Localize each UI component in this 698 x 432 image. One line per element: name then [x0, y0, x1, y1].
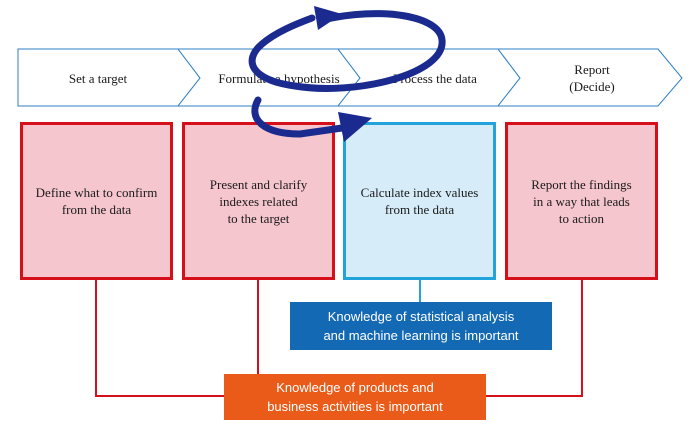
note-business-knowledge: Knowledge of products and business activ…: [224, 374, 486, 420]
box-report-findings: Report the findings in a way that leads …: [505, 122, 658, 280]
box-calculate-index: Calculate index values from the data: [343, 122, 496, 280]
note-text-line: business activities is important: [267, 399, 443, 414]
box-text-line: Present and clarify: [209, 176, 308, 192]
box-text-line: in a way that leads: [533, 193, 630, 209]
connector-line-left: [95, 280, 224, 397]
step-label-formulate-hypothesis: Formulate a hypothesis: [218, 70, 340, 86]
box-text-line: from the data: [61, 202, 132, 217]
note-text-line: Knowledge of statistical analysis: [327, 309, 515, 324]
step-arrow-4: [496, 48, 683, 107]
connector-line-right: [486, 280, 583, 397]
note-statistical-knowledge: Knowledge of statistical analysis and ma…: [290, 302, 552, 350]
box-present-indexes-text: Present and clarify indexes related to t…: [210, 176, 307, 227]
step-label-report-line2: (Decide): [569, 79, 615, 94]
box-text-line: Calculate index values: [360, 185, 479, 200]
note-text-line: Knowledge of products and: [276, 380, 434, 395]
note-business-knowledge-text: Knowledge of products and business activ…: [267, 378, 443, 416]
box-present-indexes: Present and clarify indexes related to t…: [182, 122, 335, 280]
box-define-confirm: Define what to confirm from the data: [20, 122, 173, 280]
step-label-report-line1: Report: [574, 62, 610, 77]
box-text-line: Report the findings: [531, 176, 632, 192]
box-text-line: indexes related: [219, 193, 298, 209]
box-text-line: from the data: [384, 202, 455, 217]
note-statistical-knowledge-text: Knowledge of statistical analysis and ma…: [323, 307, 518, 345]
box-define-confirm-text: Define what to confirm from the data: [36, 184, 158, 218]
box-calculate-index-text: Calculate index values from the data: [361, 184, 479, 218]
step-label-process-data: Process the data: [393, 70, 477, 86]
box-text-line: to the target: [227, 210, 290, 226]
step-label-set-target: Set a target: [68, 70, 128, 86]
box-text-line: to action: [558, 210, 605, 226]
step-label-report: Report (Decide): [520, 50, 664, 106]
note-text-line: and machine learning is important: [323, 328, 519, 343]
box-report-findings-text: Report the findings in a way that leads …: [531, 176, 631, 227]
box-text-line: Define what to confirm: [35, 185, 158, 200]
